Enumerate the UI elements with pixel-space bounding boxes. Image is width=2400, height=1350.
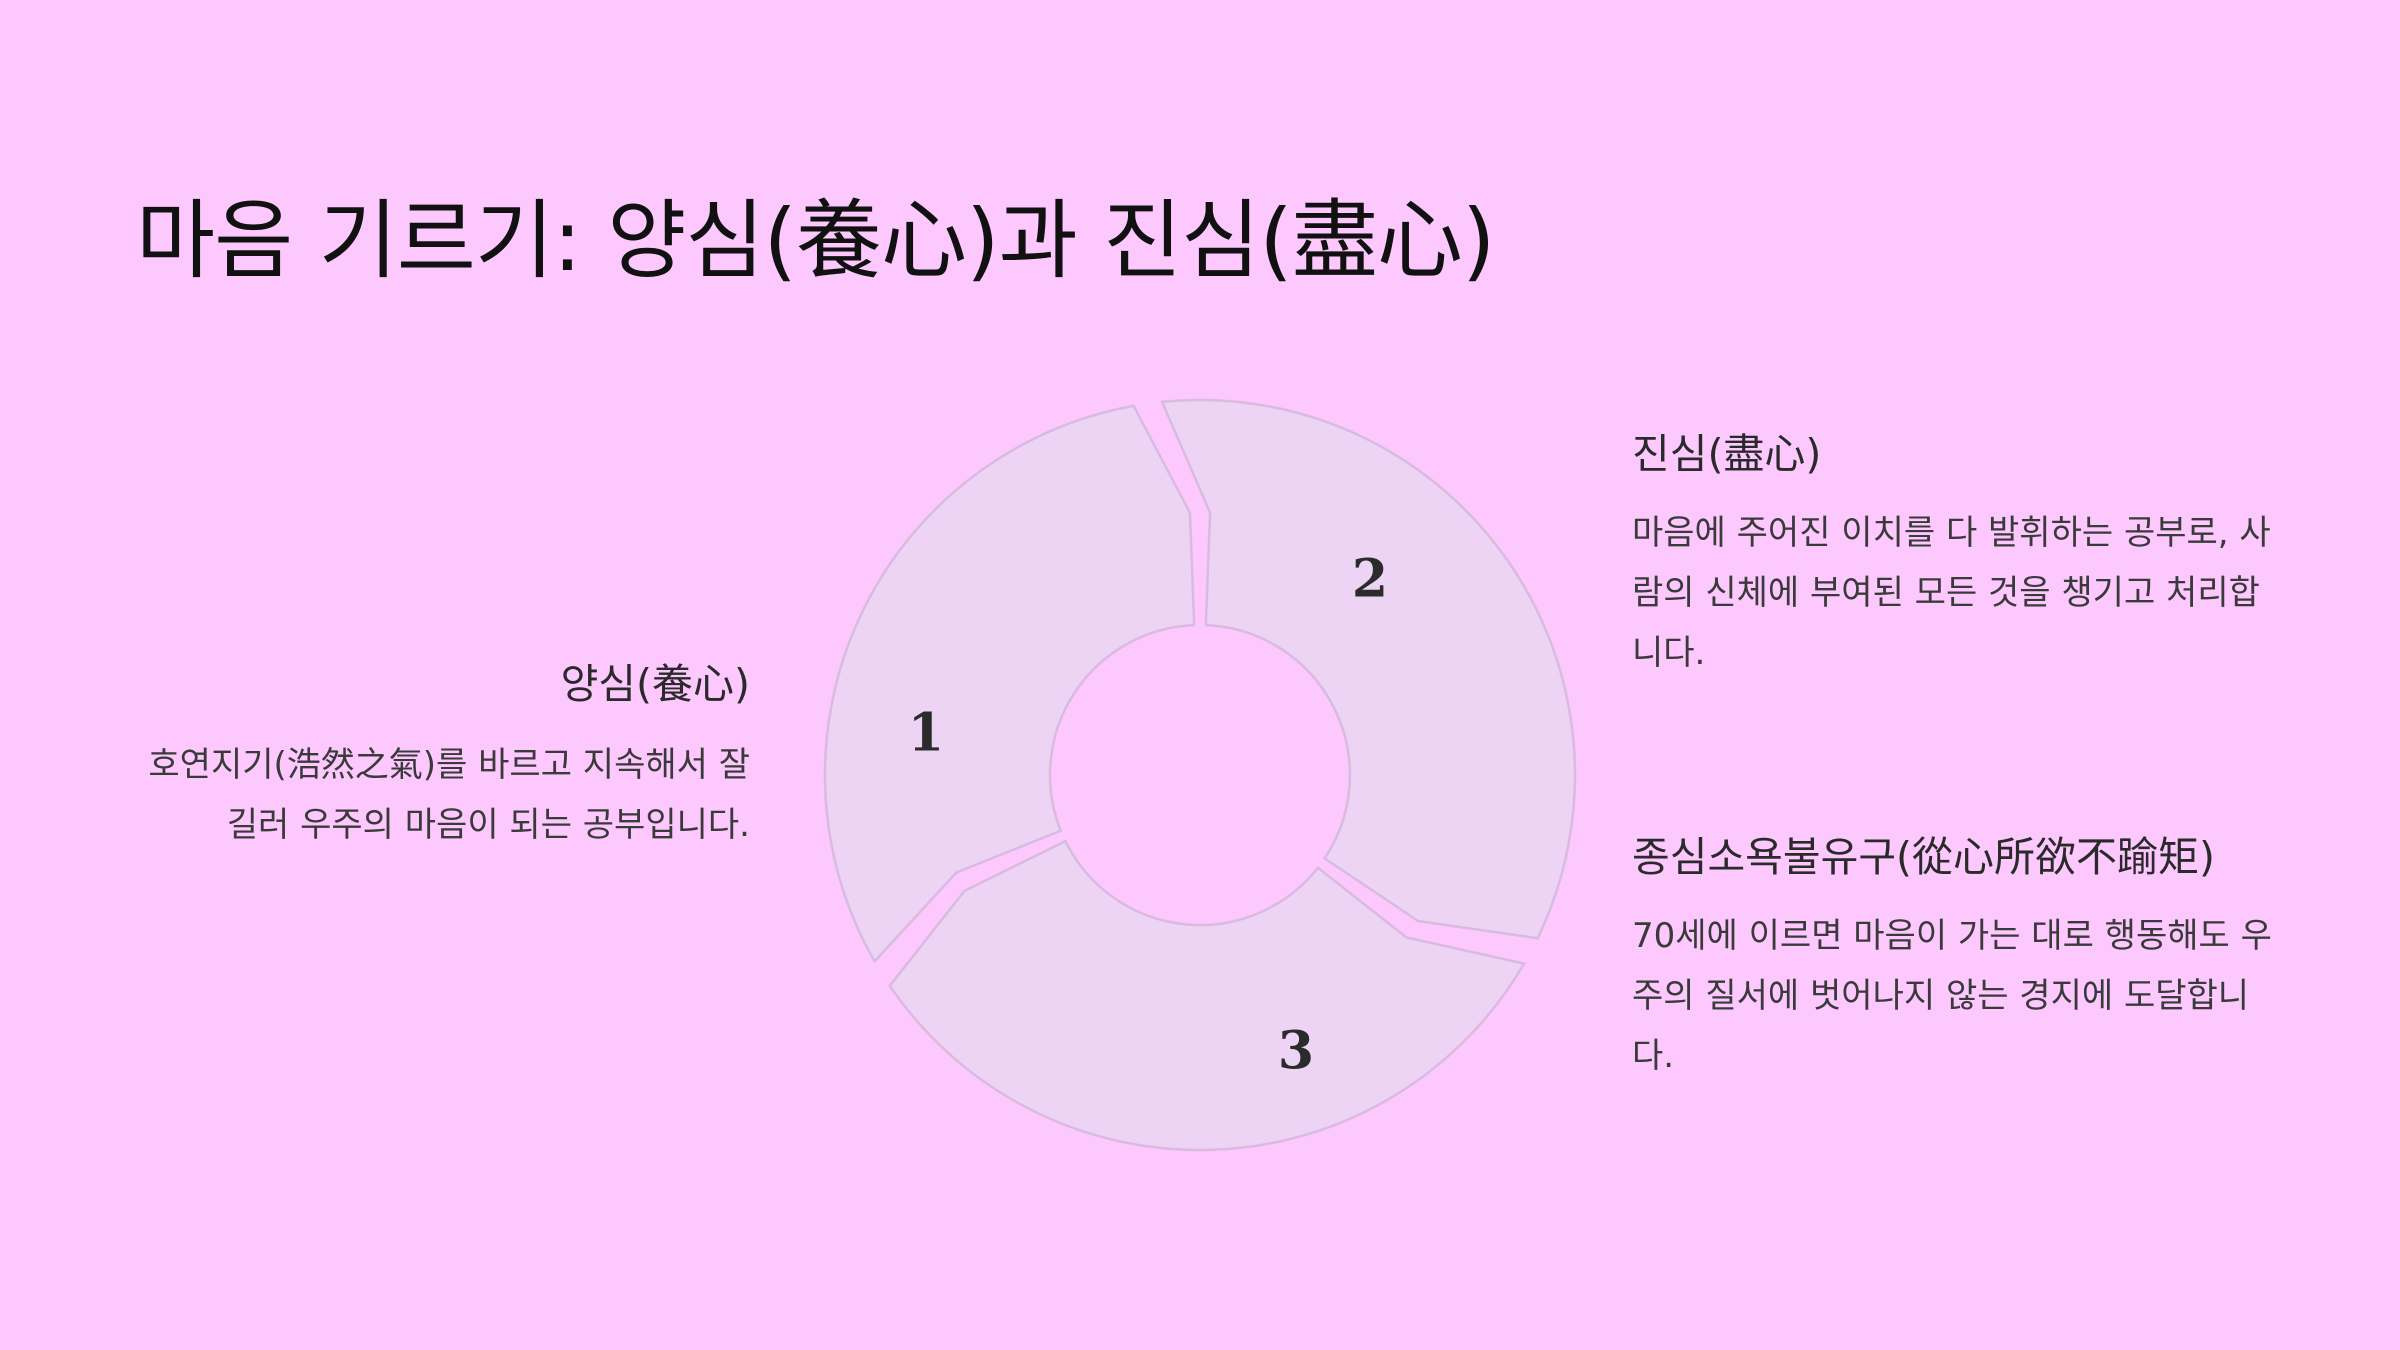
stage-1-block: 양심(養心) 호연지기(浩然之氣)를 바르고 지속해서 잘 길러 우주의 마음이… <box>120 660 750 855</box>
stage-2-heading: 진심(盡心) <box>1632 430 1822 478</box>
cycle-segment-1 <box>823 404 1196 964</box>
slide-title: 마음 기르기: 양심(養心)과 진심(盡心) <box>136 191 1495 291</box>
stage-3-block: 종심소욕불유구(從心所欲不踰矩) 70세에 이르면 마음이 가는 대로 행동해도… <box>1632 833 2272 1086</box>
cycle-segment-1-number: 1 <box>908 703 944 764</box>
stage-1-text: 호연지기(浩然之氣)를 바르고 지속해서 잘 길러 우주의 마음이 되는 공부입… <box>148 745 750 846</box>
cycle-segment-3 <box>888 839 1527 1152</box>
stage-2-text: 마음에 주어진 이치를 다 발휘하는 공부로, 사람의 신체에 부여된 모든 것… <box>1632 513 2271 674</box>
cycle-diagram: 1 2 3 <box>823 398 1577 1152</box>
cycle-segment-2 <box>1160 398 1577 940</box>
stage-3-text: 70세에 이르면 마음이 가는 대로 행동해도 우주의 질서에 벗어나지 않는 … <box>1632 916 2272 1077</box>
stage-1-heading: 양심(養心) <box>560 660 750 708</box>
stage-3-heading: 종심소욕불유구(從心所欲不踰矩) <box>1632 833 2216 881</box>
cycle-segment-3-number: 3 <box>1278 1021 1314 1082</box>
cycle-segment-2-number: 2 <box>1352 549 1388 610</box>
stage-2-block: 진심(盡心) 마음에 주어진 이치를 다 발휘하는 공부로, 사람의 신체에 부… <box>1632 430 2272 683</box>
